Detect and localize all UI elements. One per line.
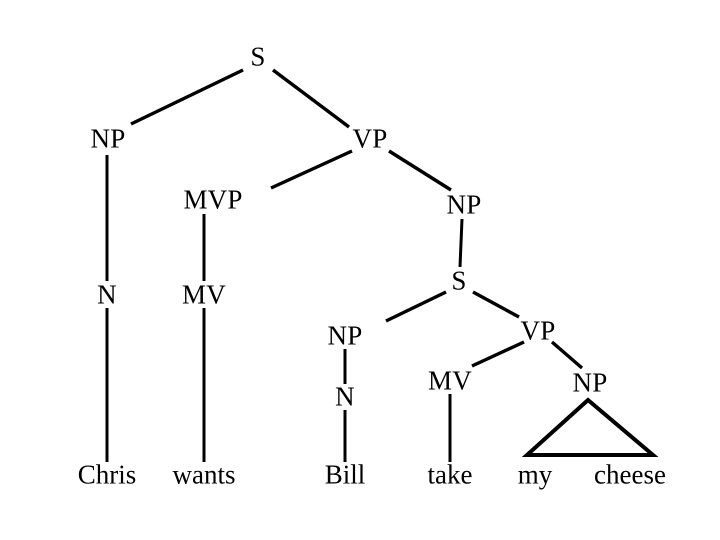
tree-node-n: N bbox=[335, 381, 355, 412]
branch-line bbox=[270, 149, 353, 190]
tree-node-np: NP bbox=[572, 367, 608, 398]
branch-line bbox=[472, 290, 520, 319]
tree-node-s: S bbox=[451, 265, 467, 296]
tree-node-np: NP bbox=[446, 189, 482, 220]
tree-node-mv: MV bbox=[182, 279, 226, 310]
tree-node-np: NP bbox=[327, 320, 363, 351]
tree-node-s: S bbox=[250, 41, 266, 72]
tree-leaf-word: cheese bbox=[594, 459, 666, 490]
tree-node-mvp: MVP bbox=[183, 184, 243, 215]
branch-line bbox=[385, 290, 447, 323]
branch-line bbox=[458, 218, 464, 268]
tree-node-np: NP bbox=[90, 123, 126, 154]
branch-lines bbox=[105, 68, 584, 462]
tree-leaf-word: wants bbox=[172, 459, 236, 490]
tree-node-n: N bbox=[97, 279, 117, 310]
tree-leaf-word: Bill bbox=[324, 459, 366, 490]
tree-node-mv: MV bbox=[428, 365, 472, 396]
tree-leaf-word: Chris bbox=[77, 459, 137, 490]
branch-line bbox=[550, 340, 584, 370]
branch-line bbox=[271, 68, 351, 129]
tree-node-vp: VP bbox=[352, 123, 388, 154]
tree-node-vp: VP bbox=[520, 315, 556, 346]
triangle-glyphs bbox=[521, 397, 659, 457]
branch-line bbox=[471, 340, 525, 368]
phrase-triangle bbox=[521, 397, 659, 457]
tree-leaf-word: my bbox=[517, 459, 553, 490]
branch-line bbox=[388, 149, 452, 192]
branch-line bbox=[130, 68, 244, 126]
tree-leaf-word: take bbox=[427, 459, 473, 490]
